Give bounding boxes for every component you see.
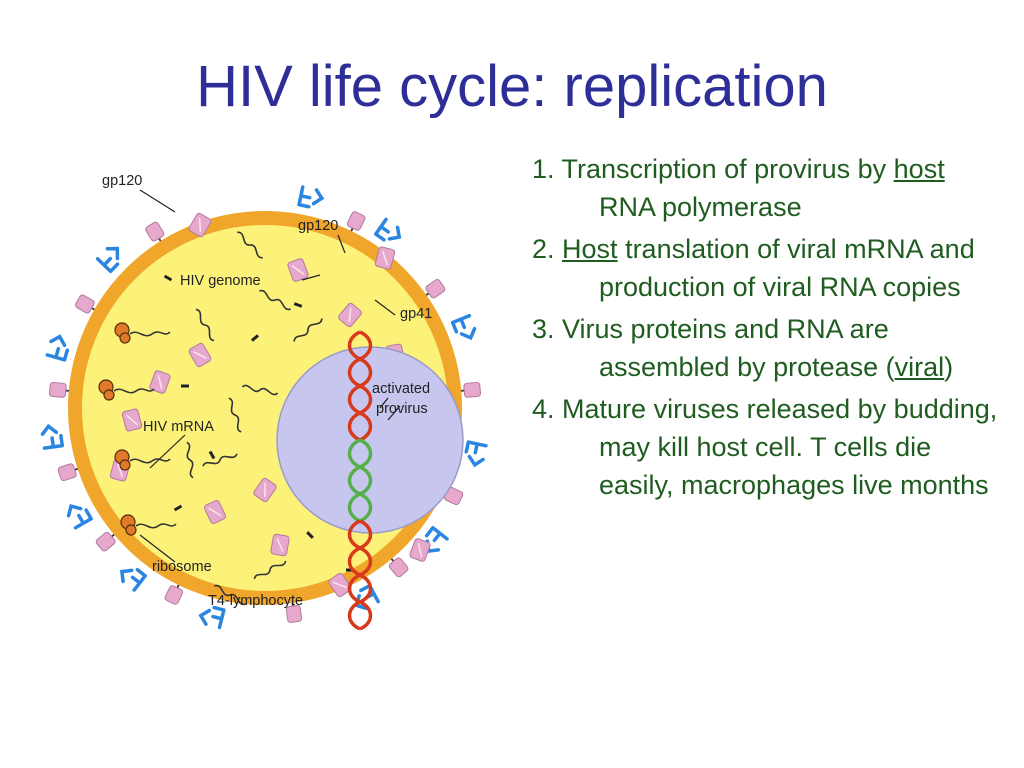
cd4-receptor-icon (66, 503, 93, 530)
protein-dash (163, 274, 173, 282)
cd4-receptor-icon (119, 567, 147, 592)
outer-membrane-proteins (40, 185, 488, 630)
hiv-replication-diagram: gp120 gp120 HIV genome gp41 activated pr… (40, 173, 488, 630)
label-gp41: gp41 (400, 306, 432, 322)
viral-rna-strand (214, 584, 246, 606)
step-emphasis: viral (894, 352, 945, 382)
viral-protein-icon (188, 212, 212, 238)
step-text: Mature viruses released by budding, may … (562, 394, 998, 500)
protein-dash (250, 334, 260, 342)
viral-protein-icon (287, 258, 309, 282)
label-leader-line (139, 534, 176, 563)
viral-protein-icon (121, 408, 143, 432)
cd4-receptor-icon (95, 246, 120, 274)
step-text: translation of viral mRNA and production… (599, 234, 975, 302)
gp120-glycoprotein-icon (57, 463, 87, 482)
viral-rna-strand (293, 318, 323, 342)
cd4-receptor-icon (45, 334, 70, 362)
protein-dash (293, 302, 303, 308)
protein-dash (173, 504, 183, 512)
label-gp120-inner: gp120 (298, 218, 338, 234)
viral-protein-icon (328, 572, 352, 598)
viral-protein-icon (374, 246, 396, 270)
label-leader-line (139, 189, 176, 213)
cd4-receptor-icon (198, 605, 226, 630)
cd4-receptor-icon (464, 440, 488, 468)
viral-rna-strand (202, 453, 238, 467)
protein-dash (306, 531, 314, 539)
viral-protein-icon (338, 302, 362, 328)
step-text: Virus proteins and RNA are assembled by … (562, 314, 895, 382)
step-text: ) (944, 352, 954, 382)
step-number: 2. (532, 234, 563, 264)
label-leader-line (337, 234, 346, 254)
step-emphasis: host (893, 154, 945, 184)
label-hiv-genome: HIV genome (180, 273, 261, 289)
viral-rna-strand (253, 560, 287, 580)
cd4-receptor-icon (424, 526, 449, 554)
step-emphasis: Host (562, 234, 618, 264)
step-number: 4. (532, 394, 563, 424)
viral-rna-strand (186, 441, 194, 479)
cd4-receptor-icon (40, 423, 65, 450)
label-leader-line (374, 299, 396, 316)
label-t4-lymphocyte: T4-lymphocyte (208, 593, 303, 609)
cd4-receptor-icon (297, 185, 325, 209)
step-item: 4. Mature viruses released by budding, m… (532, 390, 1002, 504)
label-ribosome: ribosome (152, 559, 212, 575)
viral-protein-icon (409, 538, 431, 562)
label-hiv-mrna: HIV mRNA (143, 419, 214, 435)
ribosome-icon (98, 379, 155, 401)
viral-rna-strand (259, 289, 291, 311)
label-provirus: provirus (376, 401, 428, 417)
ribosome-icon (114, 449, 171, 471)
step-item: 1. Transcription of provirus by host RNA… (532, 150, 1002, 226)
label-leader-line (301, 274, 321, 281)
viral-protein-icon (188, 342, 212, 368)
step-text: RNA polymerase (599, 192, 802, 222)
label-leader-line (149, 434, 186, 469)
step-text: Transcription of provirus by (561, 154, 894, 184)
cd4-receptor-icon (373, 217, 402, 242)
viral-rna-strand (241, 384, 279, 396)
viral-protein-icon (253, 477, 277, 503)
cd4-receptor-icon (450, 313, 477, 341)
step-item: 2. Host translation of viral mRNA and pr… (532, 230, 1002, 306)
protein-dash (208, 450, 216, 460)
step-item: 3. Virus proteins and RNA are assembled … (532, 310, 1002, 386)
ribosome-icon (114, 322, 171, 344)
viral-protein-icon (149, 370, 171, 394)
ribosome-icon (120, 514, 177, 536)
label-leader-line (387, 405, 401, 421)
replication-steps-list: 1. Transcription of provirus by host RNA… (532, 150, 1002, 508)
slide-title: HIV life cycle: replication (196, 54, 828, 119)
viral-rna-strand (237, 231, 263, 259)
label-activated: activated (372, 381, 430, 397)
viral-rna-strand (228, 397, 242, 433)
step-number: 3. (532, 314, 563, 344)
label-gp120-outer: gp120 (102, 173, 142, 189)
step-number: 1. (532, 154, 562, 184)
viral-protein-icon (270, 533, 290, 557)
diagram-labels: gp120 gp120 HIV genome gp41 activated pr… (102, 173, 432, 609)
viral-rna-strand (195, 308, 215, 342)
provirus-helix-icon (347, 330, 373, 630)
viral-protein-icon (204, 500, 226, 524)
label-leader-line (379, 397, 389, 409)
